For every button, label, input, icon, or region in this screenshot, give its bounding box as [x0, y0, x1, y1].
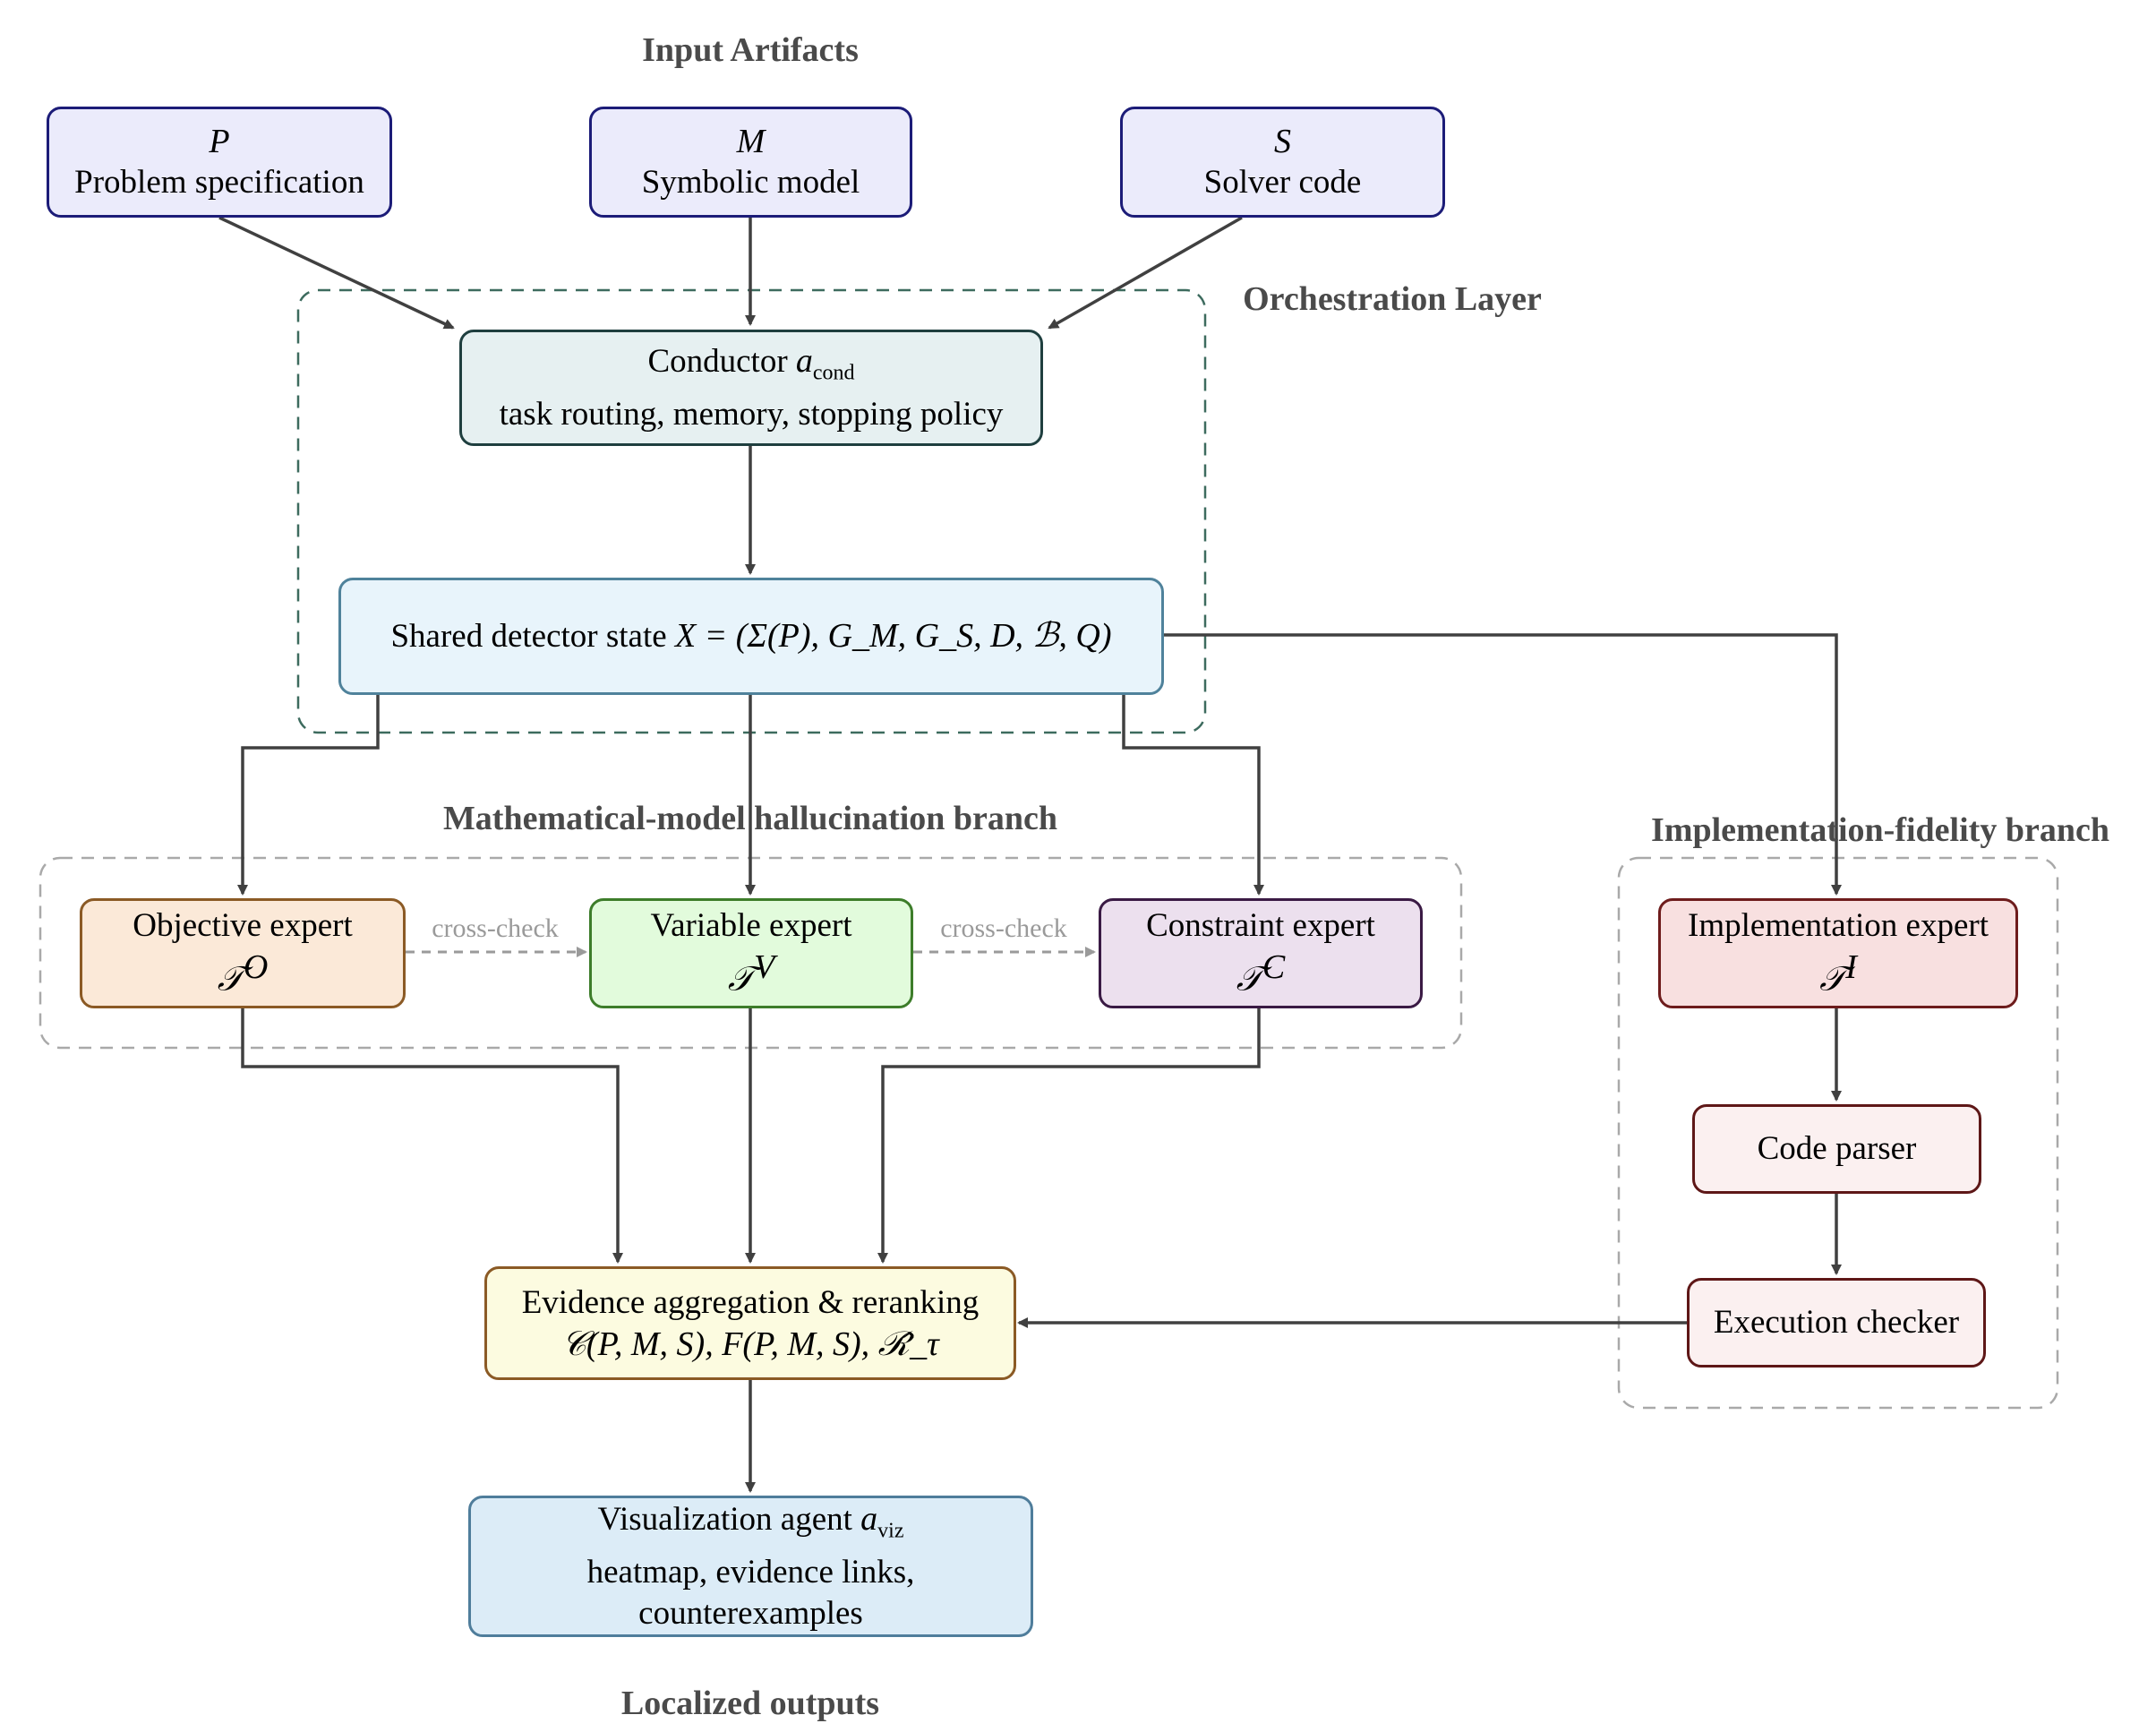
input-label: Symbolic model	[641, 164, 860, 201]
code-parser-label: Code parser	[1757, 1130, 1917, 1167]
conductor-node[interactable]: Conductor acond task routing, memory, st…	[459, 330, 1043, 446]
variable-expert-symbol: 𝒯	[727, 960, 754, 999]
objective-expert-symbol-line: 𝒯O	[218, 947, 269, 1000]
visualization-symbol: a	[860, 1500, 878, 1539]
math-branch-title: Mathematical-model hallucination branch	[442, 800, 1058, 837]
input-symbolic-model[interactable]: M Symbolic model	[589, 107, 912, 218]
arrow-state-to-implementation	[1164, 633, 1842, 896]
orchestration-title: Orchestration Layer	[1243, 280, 1542, 318]
conductor-label: Conductor	[647, 343, 788, 381]
implementation-expert-label: Implementation expert	[1688, 907, 1989, 945]
implementation-expert-symbol: 𝒯	[1819, 960, 1846, 999]
arrow-state-to-constraint	[1122, 695, 1264, 896]
state-formula: X = (Σ(P), G_M, G_S, D, ℬ, Q)	[674, 617, 1112, 655]
input-symbol: S	[1274, 123, 1291, 160]
shared-detector-state[interactable]: Shared detector state X = (Σ(P), G_M, G_…	[338, 578, 1164, 695]
inputs-title: Input Artifacts	[642, 31, 859, 69]
visualization-label: Visualization agent	[597, 1501, 852, 1539]
code-parser[interactable]: Code parser	[1692, 1104, 1981, 1194]
input-symbol: M	[736, 123, 766, 160]
conductor-symbol: a	[795, 342, 813, 381]
state-line: Shared detector state X = (Σ(P), G_M, G_…	[390, 615, 1111, 657]
input-label: Problem specification	[74, 164, 364, 201]
aggregation-label: Evidence aggregation & reranking	[521, 1283, 980, 1321]
conductor-subscript: cond	[812, 361, 855, 385]
conductor-title-line: Conductor acond	[647, 340, 854, 393]
input-solver-code[interactable]: S Solver code	[1120, 107, 1445, 218]
constraint-expert-symbol: 𝒯	[1236, 960, 1262, 999]
constraint-expert-label: Constraint expert	[1146, 907, 1375, 945]
execution-checker-label: Execution checker	[1713, 1304, 1960, 1341]
input-symbol: P	[209, 123, 230, 160]
objective-expert-superscript: O	[243, 948, 269, 987]
arrow-state-to-objective	[237, 695, 380, 896]
visualization-line-3: counterexamples	[638, 1594, 863, 1632]
objective-expert-label: Objective expert	[133, 907, 353, 945]
aggregation-formula: 𝒞(P, M, S), F(P, M, S), ℛ̂_τ	[561, 1325, 939, 1363]
constraint-expert-symbol-line: 𝒯C	[1236, 947, 1285, 1000]
arrow-p-to-conductor	[218, 216, 455, 330]
variable-expert[interactable]: Variable expert 𝒯V	[589, 898, 913, 1008]
input-problem-specification[interactable]: P Problem specification	[47, 107, 392, 218]
arrow-constraint-to-aggregation	[877, 1008, 1261, 1264]
variable-expert-label: Variable expert	[650, 907, 852, 945]
cross-check-label-left: cross-check	[432, 913, 559, 943]
constraint-expert[interactable]: Constraint expert 𝒯C	[1099, 898, 1423, 1008]
visualization-agent[interactable]: Visualization agent aviz heatmap, eviden…	[468, 1496, 1033, 1637]
implementation-expert-symbol-line: 𝒯I	[1819, 947, 1857, 1000]
evidence-aggregation[interactable]: Evidence aggregation & reranking 𝒞(P, M,…	[484, 1266, 1016, 1380]
outputs-title: Localized outputs	[620, 1685, 880, 1722]
arrow-s-to-conductor	[1048, 216, 1243, 330]
variable-expert-superscript: V	[753, 948, 775, 987]
objective-expert-symbol: 𝒯	[217, 960, 244, 999]
conductor-detail: task routing, memory, stopping policy	[499, 395, 1004, 433]
visualization-line-2: heatmap, evidence links,	[586, 1553, 915, 1591]
visualization-title-line: Visualization agent aviz	[597, 1498, 903, 1551]
visualization-subscript: viz	[877, 1519, 904, 1543]
cross-check-label-right: cross-check	[940, 913, 1067, 943]
implementation-expert[interactable]: Implementation expert 𝒯I	[1658, 898, 2018, 1008]
variable-expert-symbol-line: 𝒯V	[728, 947, 774, 1000]
impl-branch-frame	[1617, 856, 2059, 1410]
input-label: Solver code	[1203, 164, 1362, 201]
constraint-expert-superscript: C	[1262, 948, 1286, 987]
implementation-expert-superscript: I	[1845, 948, 1857, 987]
impl-branch-title: Implementation-fidelity branch	[1651, 811, 2109, 849]
state-label: Shared detector state	[390, 618, 667, 655]
execution-checker[interactable]: Execution checker	[1687, 1278, 1986, 1368]
arrow-objective-to-aggregation	[241, 1008, 623, 1264]
objective-expert[interactable]: Objective expert 𝒯O	[80, 898, 406, 1008]
